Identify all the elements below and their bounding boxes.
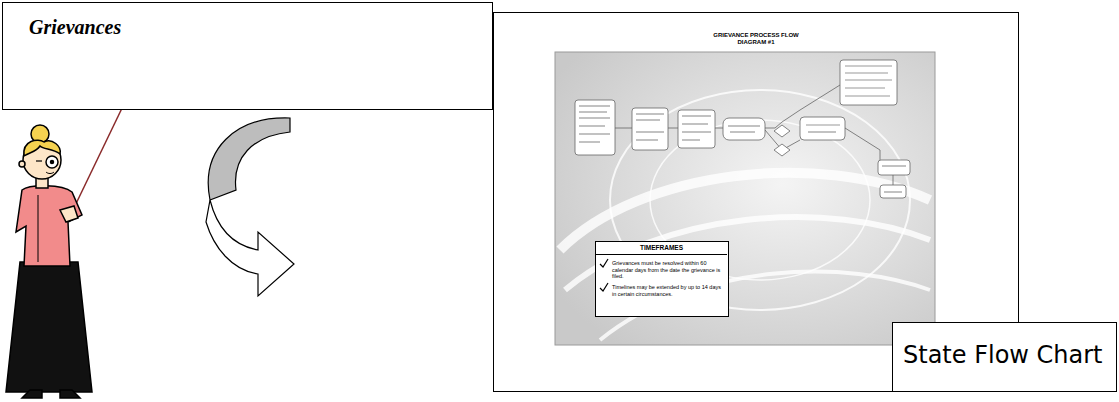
title-text: Grievances: [29, 15, 329, 39]
curved-arrow-head: [206, 200, 294, 296]
caption-box: State Flow Chart: [892, 322, 1117, 392]
swirl: [560, 90, 930, 340]
title-box: Grievances: [2, 2, 493, 110]
bullet-text: Grievances must be resolved within 60 ca…: [612, 260, 724, 280]
thumbnail-flowchart: [575, 60, 910, 198]
teacher-cartoon: [6, 104, 124, 398]
bullet-text: Timelines may be extended by up to 14 da…: [612, 284, 724, 297]
thumbnail-scribble: [579, 66, 906, 192]
timeframes-box: TIMEFRAMES Grievances must be resolved wi…: [595, 241, 729, 317]
thumbnail-background: [555, 52, 935, 345]
thumbnail-heading: GRIEVANCE PROCESS FLOW DIAGRAM #1: [706, 32, 806, 46]
curved-arrow: [208, 118, 290, 200]
caption-text: State Flow Chart: [903, 341, 1113, 370]
box-heading: TIMEFRAMES: [596, 244, 727, 255]
check-mark: [600, 259, 608, 291]
